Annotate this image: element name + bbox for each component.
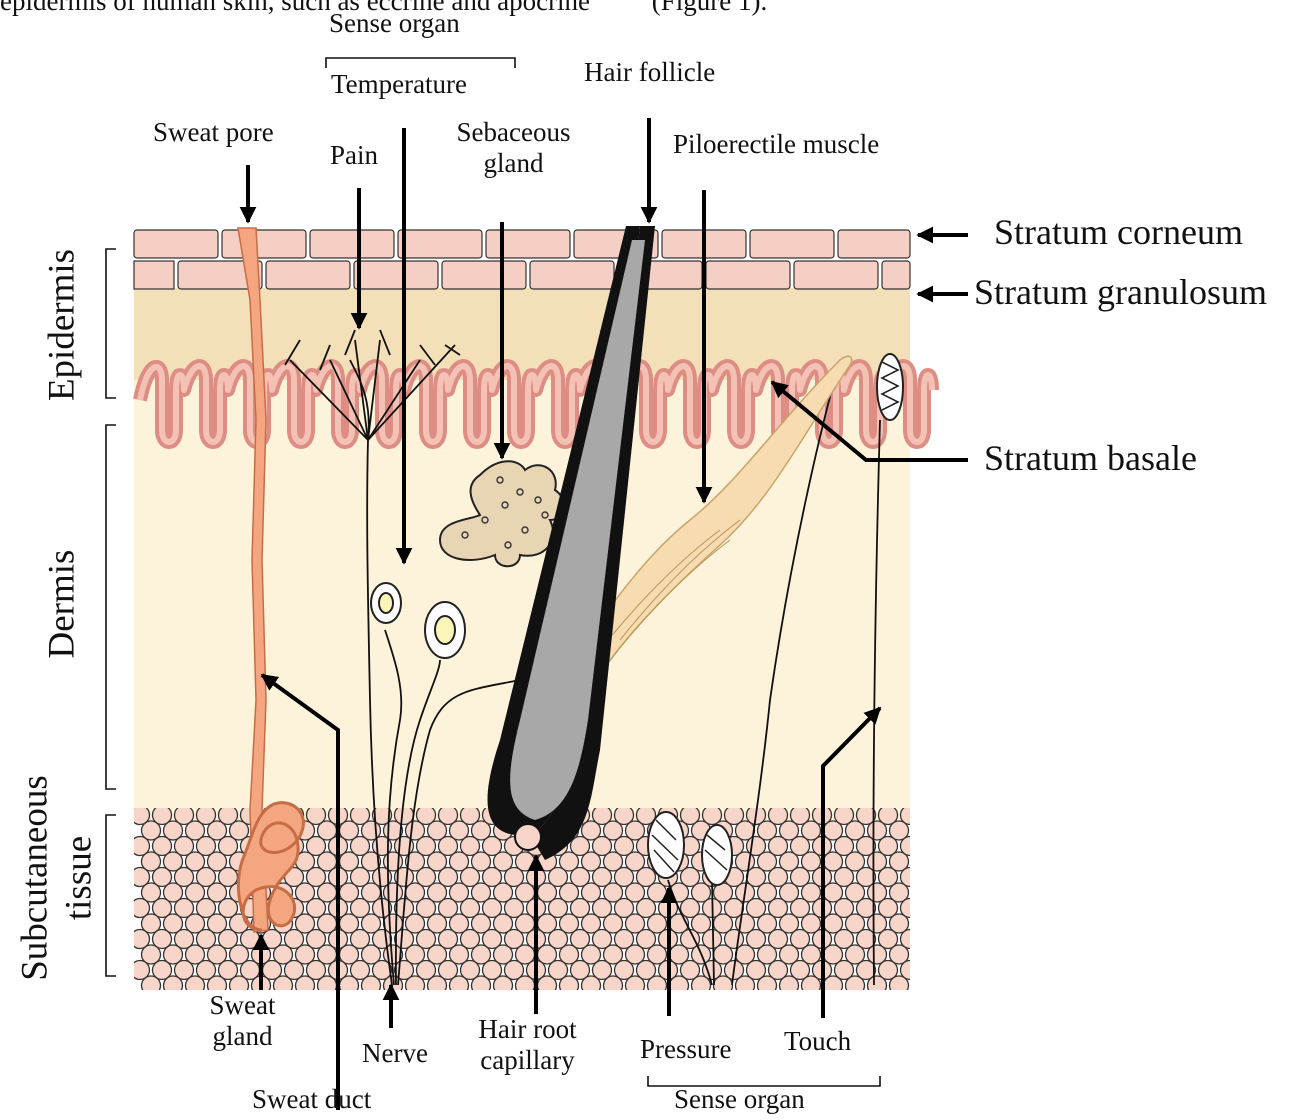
corneum-cell <box>838 230 910 258</box>
fat-cell <box>626 976 645 995</box>
fat-cell <box>164 976 183 995</box>
corneum-cell <box>354 261 438 289</box>
fat-cell <box>692 976 711 995</box>
fat-cell <box>868 976 887 995</box>
fat-cell <box>538 976 557 995</box>
fat-cell <box>846 976 865 995</box>
fat-cell <box>560 976 579 995</box>
bracket-subcutaneous <box>106 815 116 976</box>
label-temperature: Temperature <box>331 69 467 100</box>
corneum-cell <box>706 261 790 289</box>
label-pain: Pain <box>330 140 378 171</box>
label-sweat-duct: Sweat duct <box>252 1084 371 1115</box>
fat-cell <box>450 976 469 995</box>
corneum-cell <box>486 230 570 258</box>
label-nerve: Nerve <box>362 1038 428 1069</box>
corneum-cell <box>398 230 482 258</box>
corneum-cell <box>794 261 878 289</box>
label-hair-root-capillary: Hair root capillary <box>465 1014 590 1076</box>
corneum-cell <box>882 261 910 289</box>
caption-text: epidermis of human skin, such as eccrine… <box>0 0 590 16</box>
label-sebaceous-gland: Sebaceous gland <box>446 117 581 179</box>
label-hair-follicle: Hair follicle <box>584 57 715 88</box>
fat-cell <box>406 976 425 995</box>
label-sweat-pore: Sweat pore <box>153 117 274 148</box>
corneum-cell <box>134 261 174 289</box>
fat-cell <box>582 976 601 995</box>
label-dermis: Dermis <box>41 550 84 659</box>
fat-cell <box>824 976 843 995</box>
fat-cell <box>736 976 755 995</box>
fat-cell <box>494 976 513 995</box>
corneum-cell <box>266 261 350 289</box>
fat-cell <box>780 976 799 995</box>
corneum-cell <box>222 230 306 258</box>
fat-cell <box>340 976 359 995</box>
corneum-cell <box>310 230 394 258</box>
corneum-cell <box>442 261 526 289</box>
label-sense-organ-bottom: Sense organ <box>674 1084 805 1115</box>
bracket-epidermis <box>106 249 116 398</box>
bracket-sense-organ-top <box>326 58 515 68</box>
touch-corpuscle <box>877 354 903 420</box>
fat-cell <box>670 976 689 995</box>
fat-cell <box>604 976 623 995</box>
fat-cell <box>802 976 821 995</box>
fat-cell <box>472 976 491 995</box>
fat-cell <box>428 976 447 995</box>
label-stratum-corneum: Stratum corneum <box>994 212 1243 253</box>
label-stratum-basale: Stratum basale <box>984 438 1197 479</box>
fat-cell <box>648 976 667 995</box>
fat-cell <box>142 976 161 995</box>
label-epidermis: Epidermis <box>41 249 84 401</box>
fat-cell <box>714 976 733 995</box>
fat-cell <box>890 976 909 995</box>
caption-figure-ref: (Figure 1). <box>652 0 767 16</box>
corneum-cell <box>134 230 218 258</box>
fat-cell <box>516 976 535 995</box>
corneum-cell <box>530 261 614 289</box>
label-touch: Touch <box>784 1026 851 1057</box>
fat-cell <box>758 976 777 995</box>
label-pressure: Pressure <box>640 1034 731 1065</box>
label-sweat-gland: Sweat gland <box>200 990 285 1052</box>
label-stratum-granulosum: Stratum granulosum <box>974 272 1267 313</box>
label-subcutaneous-tissue: Subcutaneous tissue <box>14 763 103 993</box>
fat-cell <box>362 976 381 995</box>
label-sense-organ-top: Sense organ <box>329 8 460 39</box>
label-piloerectile-muscle: Piloerectile muscle <box>673 129 879 160</box>
fat-cell <box>318 976 337 995</box>
corneum-cell <box>750 230 834 258</box>
fat-cell <box>296 976 315 995</box>
bracket-dermis <box>106 425 116 789</box>
